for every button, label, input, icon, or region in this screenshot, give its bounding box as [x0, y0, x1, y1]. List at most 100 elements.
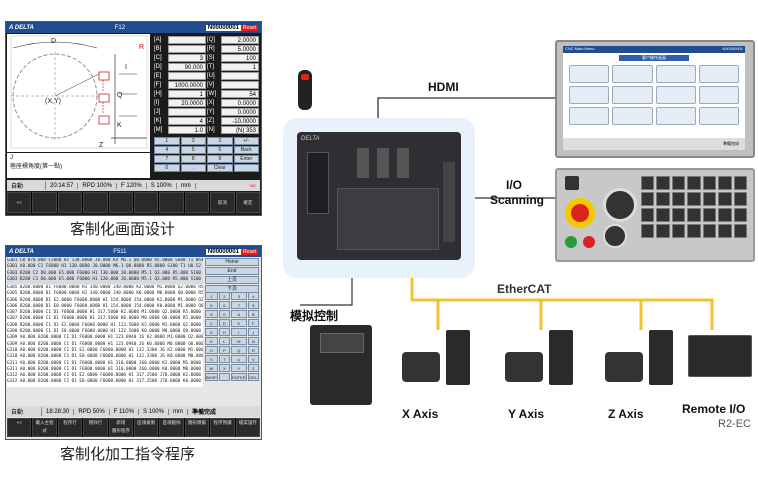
- keypad-key[interactable]: C: [205, 319, 218, 327]
- keypad-key[interactable]: Enter: [233, 155, 259, 163]
- param-field[interactable]: 1: [221, 62, 259, 71]
- io-function-key[interactable]: [702, 224, 717, 238]
- softkey-button[interactable]: 程序行: [57, 418, 83, 437]
- param-field[interactable]: [168, 44, 206, 53]
- param-field[interactable]: 0.0000: [221, 98, 259, 107]
- spindle-knob[interactable]: [603, 224, 627, 248]
- softkey-button[interactable]: 圖形模擬: [184, 418, 210, 437]
- io-function-key[interactable]: [718, 176, 732, 190]
- side-button[interactable]: End: [205, 267, 259, 275]
- keypad-key[interactable]: B: [247, 310, 259, 318]
- keypad-key[interactable]: A: [231, 310, 247, 318]
- io-function-key[interactable]: [718, 224, 732, 238]
- start-button[interactable]: [565, 236, 577, 248]
- hmi-menu-tile[interactable]: [569, 86, 610, 104]
- keypad-key[interactable]: H: [218, 328, 231, 336]
- keypad-key[interactable]: R: [247, 346, 259, 354]
- keypad-key[interactable]: 8: [180, 155, 206, 163]
- keypad-key[interactable]: 3: [207, 137, 233, 145]
- screen1-reset-button[interactable]: Reset: [240, 24, 258, 31]
- keypad-key[interactable]: D: [218, 319, 231, 327]
- keypad-key[interactable]: 1: [154, 137, 180, 145]
- softkey-button[interactable]: 區塊複製: [134, 418, 159, 437]
- keypad-key[interactable]: 8: [247, 301, 259, 309]
- softkey-button[interactable]: [57, 192, 83, 213]
- softkey-button[interactable]: 檔案儲存: [235, 418, 261, 437]
- screen2-reset-button[interactable]: Reset: [240, 248, 258, 255]
- softkey-button[interactable]: [108, 192, 134, 213]
- param-field[interactable]: -10.0000: [221, 116, 259, 125]
- io-function-key[interactable]: [733, 192, 747, 206]
- keypad-key[interactable]: U: [231, 355, 247, 363]
- softkey-button[interactable]: 取消: [210, 192, 235, 213]
- keypad-key[interactable]: 6: [207, 146, 233, 154]
- param-field[interactable]: 0.0000: [221, 107, 259, 116]
- io-function-key[interactable]: [641, 176, 655, 190]
- softkey-button[interactable]: 剛除行: [83, 418, 108, 437]
- stop-button[interactable]: [583, 236, 595, 248]
- code-line[interactable]: G305 B200.0000 D1 F6000.0000 H1 340.0000…: [7, 291, 203, 297]
- softkey-button[interactable]: 載入主程式: [32, 418, 57, 437]
- keypad-key[interactable]: ENTER: [231, 373, 247, 381]
- keypad-key[interactable]: Y: [231, 364, 247, 372]
- keypad-key[interactable]: V: [247, 355, 259, 363]
- key-switch[interactable]: [565, 176, 579, 190]
- code-line[interactable]: G309 A0.000 B200.0000 C1 D1 F6000.0000 H…: [7, 341, 203, 347]
- io-function-key[interactable]: [733, 208, 747, 222]
- io-function-key[interactable]: [687, 176, 701, 190]
- softkey-button[interactable]: 新增 圖形程序: [108, 418, 134, 437]
- code-line[interactable]: G308 B200.0000 C1 D1 E0.0000 F6000.0000 …: [7, 329, 203, 335]
- io-function-key[interactable]: [687, 224, 701, 238]
- keypad-key[interactable]: Back: [233, 146, 259, 154]
- keypad-key[interactable]: P: [218, 346, 231, 354]
- param-field[interactable]: 3: [168, 53, 206, 62]
- keypad-key[interactable]: [218, 373, 231, 381]
- param-field[interactable]: [168, 107, 206, 116]
- keypad-key[interactable]: T: [218, 355, 231, 363]
- side-button[interactable]: 上頁: [205, 276, 259, 284]
- param-field[interactable]: [221, 71, 259, 80]
- keypad-key[interactable]: 5: [205, 301, 218, 309]
- param-field[interactable]: 90.000: [168, 62, 206, 71]
- hmi-menu-tile[interactable]: [569, 107, 610, 125]
- io-function-key[interactable]: [671, 208, 686, 222]
- io-function-key[interactable]: [656, 192, 670, 206]
- keypad-key[interactable]: DEL: [247, 373, 259, 381]
- io-function-key[interactable]: [671, 176, 686, 190]
- param-field[interactable]: 20.0000: [168, 98, 206, 107]
- keypad-key[interactable]: K: [205, 337, 218, 345]
- io-function-key[interactable]: [641, 224, 655, 238]
- keypad-key[interactable]: [233, 164, 259, 172]
- softkey-button[interactable]: [32, 192, 57, 213]
- keypad-key[interactable]: L: [218, 337, 231, 345]
- keypad-key[interactable]: 7: [154, 155, 180, 163]
- keypad-key[interactable]: M: [231, 337, 247, 345]
- hmi-menu-tile[interactable]: [655, 86, 696, 104]
- hmi-menu-tile[interactable]: [612, 65, 653, 83]
- io-function-key[interactable]: [656, 208, 670, 222]
- io-function-key[interactable]: [687, 192, 701, 206]
- code-line[interactable]: G310 A0.000 B200.0000 C1 D1 E2.0000 F600…: [7, 347, 203, 353]
- param-field[interactable]: 4: [168, 116, 206, 125]
- code-line[interactable]: G306 B200.0000 D1 E2.0000 F6000.0000 H1 …: [7, 297, 203, 303]
- io-function-key[interactable]: [687, 208, 701, 222]
- param-field[interactable]: 54: [221, 89, 259, 98]
- softkey-button[interactable]: 程序預讀: [210, 418, 235, 437]
- keypad-key[interactable]: 0: [154, 164, 180, 172]
- io-function-key[interactable]: [718, 192, 732, 206]
- keypad-key[interactable]: G: [205, 328, 218, 336]
- io-function-key[interactable]: [656, 224, 670, 238]
- softkey-button[interactable]: <<: [7, 418, 32, 437]
- param-field[interactable]: 5.0000: [221, 44, 259, 53]
- hmi-menu-tile[interactable]: [655, 107, 696, 125]
- code-line[interactable]: G308 B200.0000 C1 D1 E2.0000 F6000.0000 …: [7, 322, 203, 328]
- keypad-key[interactable]: Q: [231, 346, 247, 354]
- hmi-menu-tile[interactable]: [698, 65, 739, 83]
- param-field[interactable]: 100: [221, 53, 259, 62]
- io-function-key[interactable]: [641, 208, 655, 222]
- code-line[interactable]: G307 B200.0000 C1 D1 F6000.0000 H1 317.5…: [7, 316, 203, 322]
- keypad-key[interactable]: BKSP: [205, 373, 218, 381]
- keypad-key[interactable]: 2: [218, 292, 231, 300]
- softkey-button[interactable]: [83, 192, 108, 213]
- hmi-menu-tile[interactable]: [569, 65, 610, 83]
